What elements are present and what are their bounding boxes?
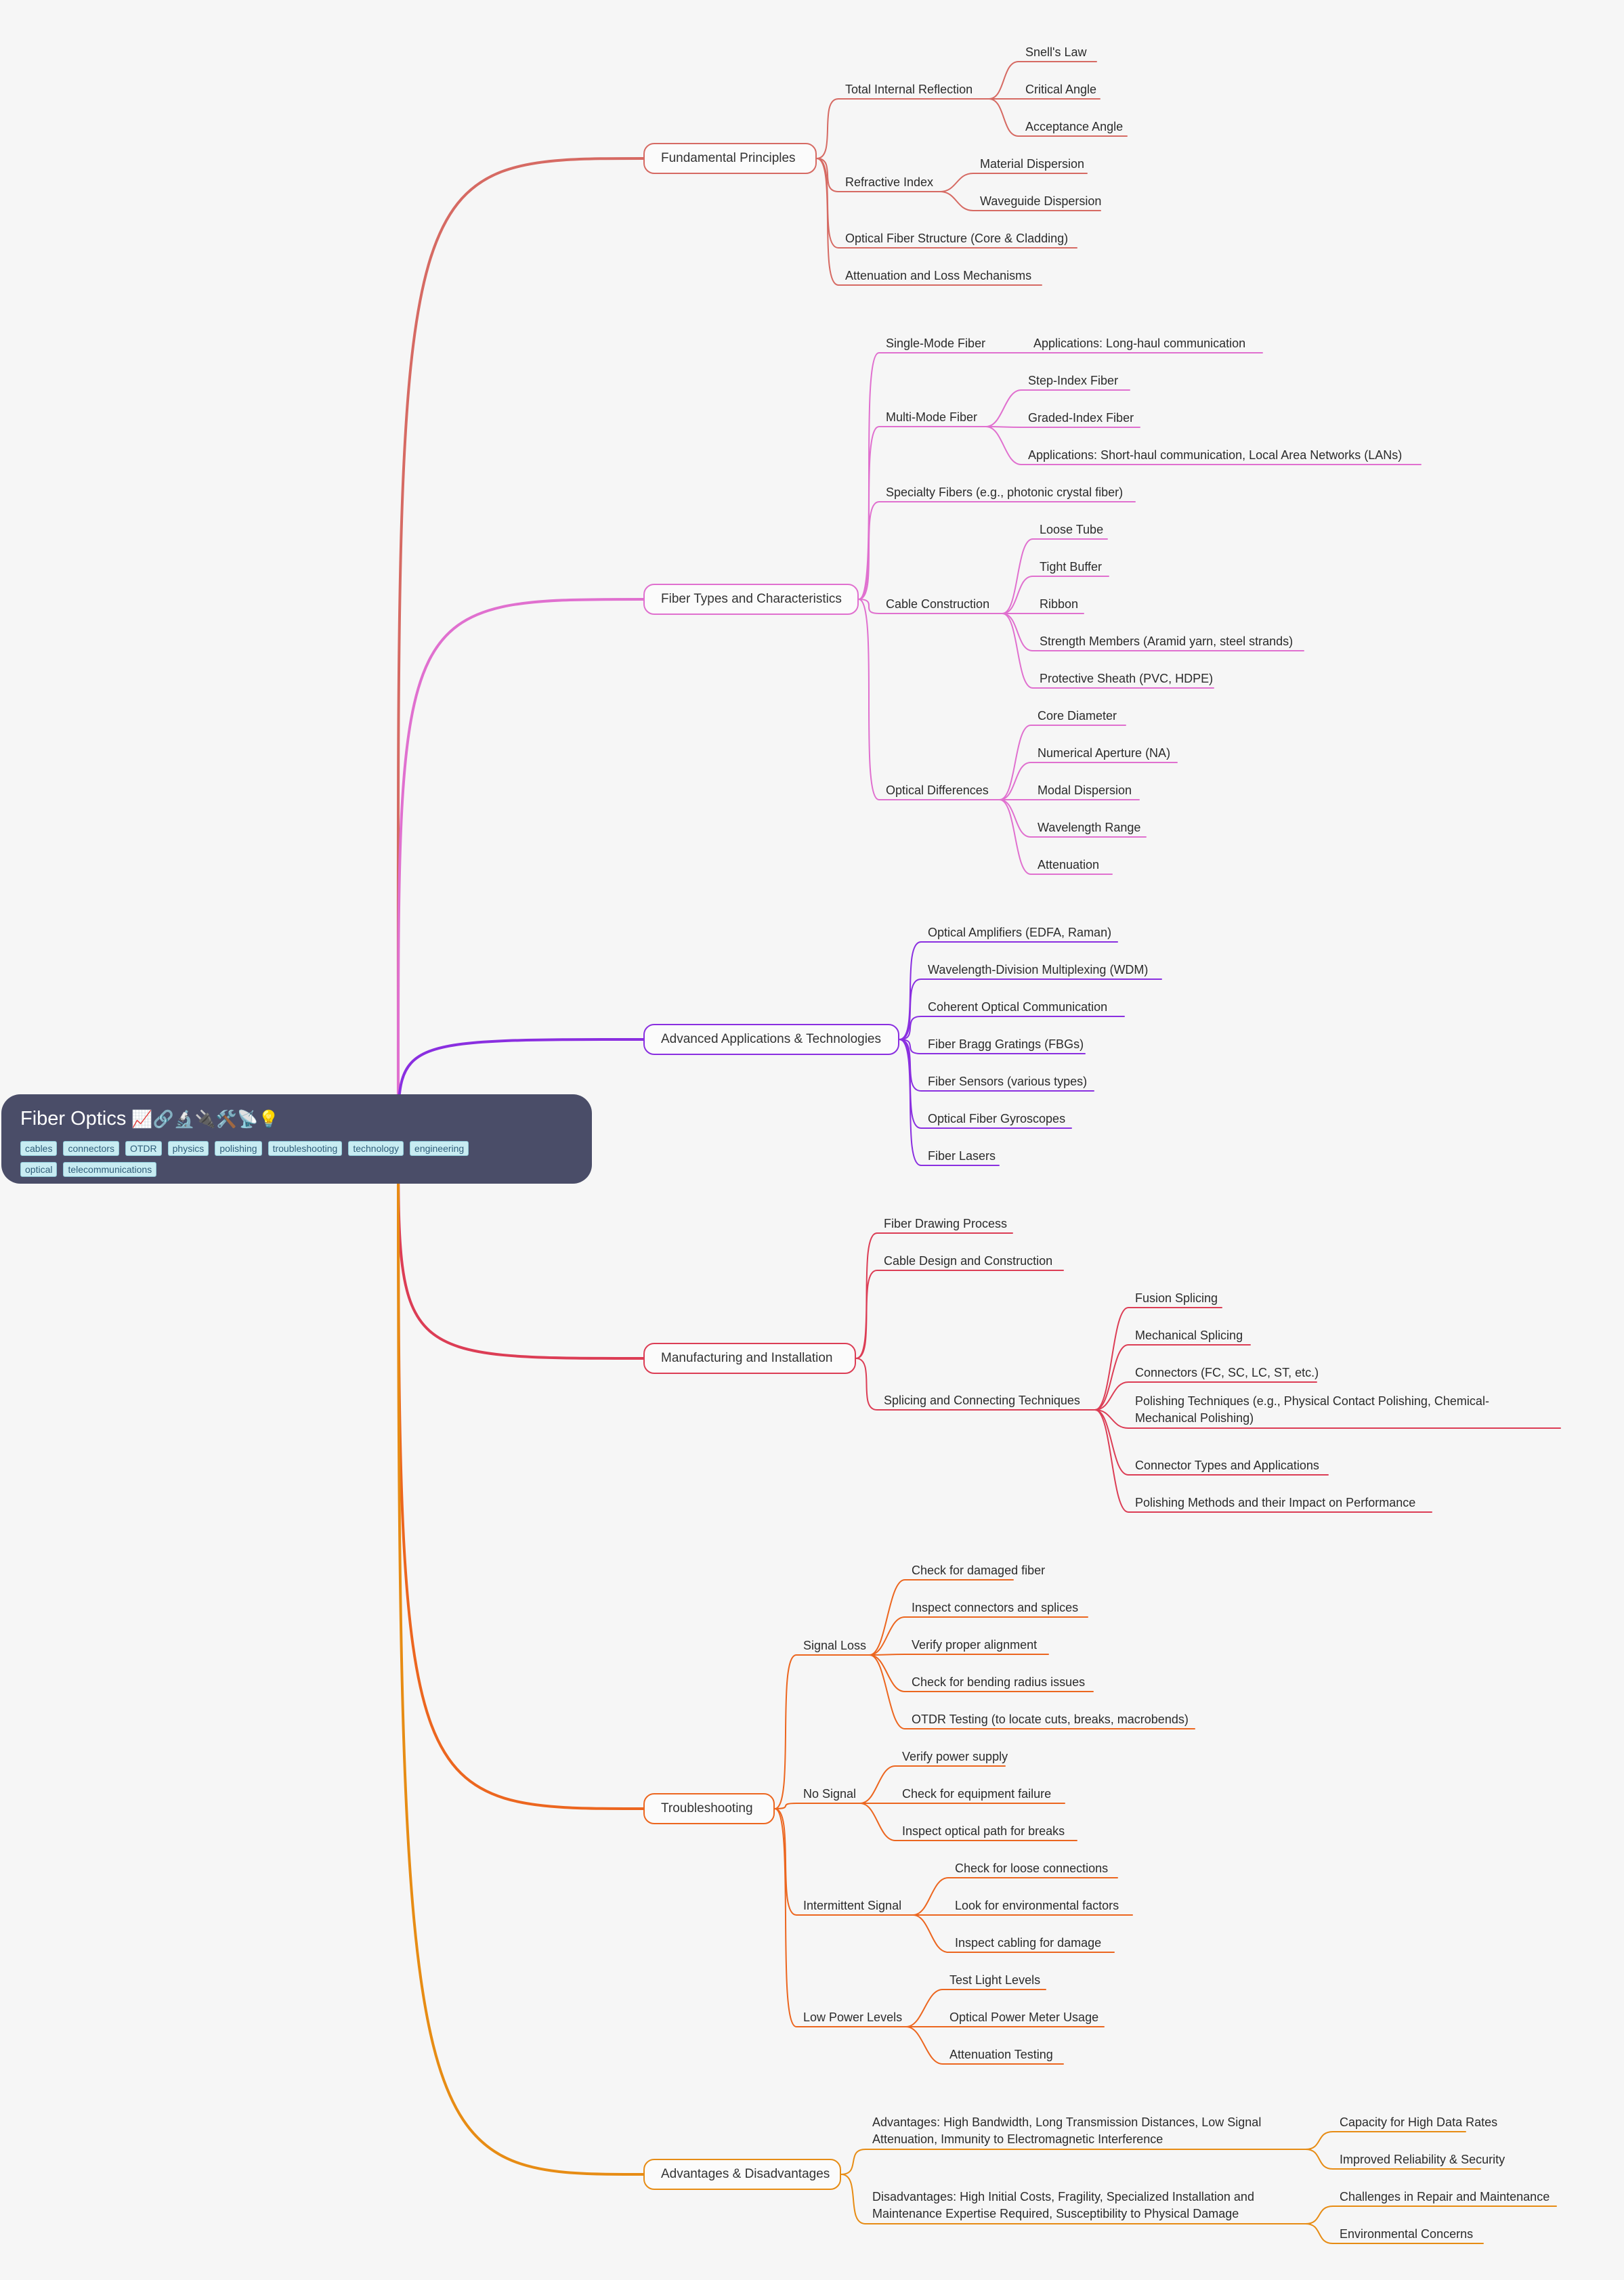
root-title: Fiber Optics — [20, 1108, 127, 1130]
root-tag: connectors — [63, 1141, 119, 1156]
subtopic-node[interactable]: OTDR Testing (to locate cuts, breaks, ma… — [912, 1713, 1189, 1726]
topic-node[interactable]: Fiber Drawing Process — [884, 1217, 1008, 1230]
subtopic-node[interactable]: Strength Members (Aramid yarn, steel str… — [1040, 634, 1294, 648]
subtopic-node[interactable]: Environmental Concerns — [1340, 2227, 1474, 2241]
subtopic-node[interactable]: Improved Reliability & Security — [1340, 2153, 1505, 2166]
topic-node[interactable]: No Signal — [803, 1787, 857, 1801]
subtopic-node[interactable]: Fusion Splicing — [1135, 1291, 1218, 1305]
subtopic-node[interactable]: Optical Power Meter Usage — [949, 2010, 1099, 2024]
subtopic-node[interactable]: Loose Tube — [1040, 523, 1104, 536]
topic-node[interactable]: Fiber Bragg Gratings (FBGs) — [928, 1037, 1084, 1051]
subtopic-node[interactable]: Applications: Short-haul communication, … — [1028, 448, 1403, 462]
root-title-row: Fiber Optics📈🔗🔬🔌🛠️📡💡 — [20, 1105, 573, 1133]
subtopic-node[interactable]: Check for loose connections — [955, 1862, 1109, 1875]
subtopic-node[interactable]: Critical Angle — [1025, 83, 1097, 96]
subtopic-node[interactable]: Tight Buffer — [1040, 560, 1103, 574]
topic-node[interactable]: Optical Fiber Structure (Core & Cladding… — [845, 232, 1069, 245]
subtopic-node[interactable]: Check for equipment failure — [902, 1787, 1052, 1801]
subtopic-node[interactable]: Check for bending radius issues — [912, 1675, 1086, 1689]
branch-fundamental[interactable]: Fundamental Principles — [643, 143, 817, 174]
root-node[interactable]: Fiber Optics📈🔗🔬🔌🛠️📡💡 cables connectors OTD… — [1, 1094, 592, 1184]
subtopic-node[interactable]: Test Light Levels — [949, 1973, 1041, 1987]
topic-node[interactable]: Optical Fiber Gyroscopes — [928, 1112, 1066, 1125]
subtopic-node[interactable]: Material Dispersion — [980, 157, 1085, 171]
subtopic-node[interactable]: Step-Index Fiber — [1028, 374, 1119, 387]
topic-node[interactable]: Disadvantages: High Initial Costs, Fragi… — [872, 2190, 1254, 2220]
topic-node[interactable]: Advantages: High Bandwidth, Long Transmi… — [872, 2115, 1262, 2146]
subtopic-node[interactable]: Attenuation — [1038, 858, 1100, 872]
subtopic-node[interactable]: Challenges in Repair and Maintenance — [1340, 2190, 1550, 2203]
subtopic-node[interactable]: Modal Dispersion — [1038, 783, 1132, 797]
root-tag: technology — [348, 1141, 404, 1156]
topic-node[interactable]: Single-Mode Fiber — [886, 337, 986, 350]
topic-node[interactable]: Cable Design and Construction — [884, 1254, 1053, 1268]
topic-node[interactable]: Cable Construction — [886, 597, 990, 611]
root-tag: telecommunications — [63, 1162, 157, 1177]
root-tag: physics — [167, 1141, 209, 1156]
topic-node[interactable]: Signal Loss — [803, 1639, 867, 1652]
subtopic-node[interactable]: Check for damaged fiber — [912, 1564, 1046, 1577]
subtopic-node[interactable]: Numerical Aperture (NA) — [1038, 746, 1171, 760]
topic-node[interactable]: Coherent Optical Communication — [928, 1000, 1108, 1014]
branch-advanced[interactable]: Advanced Applications & Technologies — [643, 1024, 899, 1055]
root-tag-list: cables connectors OTDR physics polishing trou… — [20, 1141, 508, 1177]
subtopic-node[interactable]: Connectors (FC, SC, LC, ST, etc.) — [1135, 1366, 1319, 1379]
root-tag: engineering — [410, 1141, 469, 1156]
topic-node[interactable]: Fiber Sensors (various types) — [928, 1075, 1088, 1088]
subtopic-node[interactable]: Inspect cabling for damage — [955, 1936, 1102, 1950]
branch-manufacturing[interactable]: Manufacturing and Installation — [643, 1343, 856, 1374]
subtopic-node[interactable]: Graded-Index Fiber — [1028, 411, 1134, 425]
subtopic-node[interactable]: Protective Sheath (PVC, HDPE) — [1040, 672, 1214, 685]
topic-node[interactable]: Specialty Fibers (e.g., photonic crystal… — [886, 486, 1124, 499]
topic-node[interactable]: Multi-Mode Fiber — [886, 410, 978, 424]
subtopic-node[interactable]: Acceptance Angle — [1025, 120, 1124, 133]
root-tag: troubleshooting — [268, 1141, 343, 1156]
subtopic-node[interactable]: Connector Types and Applications — [1135, 1459, 1319, 1472]
subtopic-node[interactable]: Waveguide Dispersion — [980, 194, 1102, 208]
topic-node[interactable]: Low Power Levels — [803, 2010, 903, 2024]
root-tag: polishing — [215, 1141, 262, 1156]
root-tag: OTDR — [125, 1141, 162, 1156]
subtopic-node[interactable]: Polishing Techniques (e.g., Physical Con… — [1135, 1394, 1489, 1425]
root-tag: cables — [20, 1141, 58, 1156]
topic-node[interactable]: Splicing and Connecting Techniques — [884, 1394, 1080, 1407]
topic-node[interactable]: Optical Amplifiers (EDFA, Raman) — [928, 926, 1112, 939]
subtopic-node[interactable]: Inspect optical path for breaks — [902, 1824, 1065, 1838]
subtopic-node[interactable]: Wavelength Range — [1038, 821, 1141, 834]
subtopic-node[interactable]: Capacity for High Data Rates — [1340, 2115, 1498, 2129]
topic-node[interactable]: Total Internal Reflection — [845, 83, 973, 96]
topic-node[interactable]: Refractive Index — [845, 175, 934, 189]
topic-node[interactable]: Intermittent Signal — [803, 1899, 902, 1912]
topic-node[interactable]: Fiber Lasers — [928, 1149, 996, 1163]
subtopic-node[interactable]: Polishing Methods and their Impact on Pe… — [1135, 1496, 1416, 1509]
subtopic-node[interactable]: Mechanical Splicing — [1135, 1329, 1243, 1342]
subtopic-node[interactable]: Verify proper alignment — [912, 1638, 1038, 1652]
subtopic-node[interactable]: Applications: Long-haul communication — [1033, 337, 1246, 350]
subtopic-node[interactable]: Ribbon — [1040, 597, 1079, 611]
subtopic-node[interactable]: Inspect connectors and splices — [912, 1601, 1079, 1614]
root-emoji-icons: 📈🔗🔬🔌🛠️📡💡 — [131, 1110, 280, 1129]
branch-troubleshooting[interactable]: Troubleshooting — [643, 1793, 775, 1824]
topic-node[interactable]: Wavelength-Division Multiplexing (WDM) — [928, 963, 1149, 976]
root-tag: optical — [20, 1162, 58, 1177]
subtopic-node[interactable]: Core Diameter — [1038, 709, 1117, 723]
branch-fiber-types[interactable]: Fiber Types and Characteristics — [643, 584, 859, 615]
subtopic-node[interactable]: Look for environmental factors — [955, 1899, 1119, 1912]
subtopic-node[interactable]: Snell's Law — [1025, 45, 1087, 59]
topic-node[interactable]: Attenuation and Loss Mechanisms — [845, 269, 1032, 282]
branch-advantages[interactable]: Advantages & Disadvantages — [643, 2159, 841, 2190]
topic-node[interactable]: Optical Differences — [886, 783, 989, 797]
subtopic-node[interactable]: Attenuation Testing — [949, 2048, 1053, 2061]
subtopic-node[interactable]: Verify power supply — [902, 1750, 1008, 1763]
